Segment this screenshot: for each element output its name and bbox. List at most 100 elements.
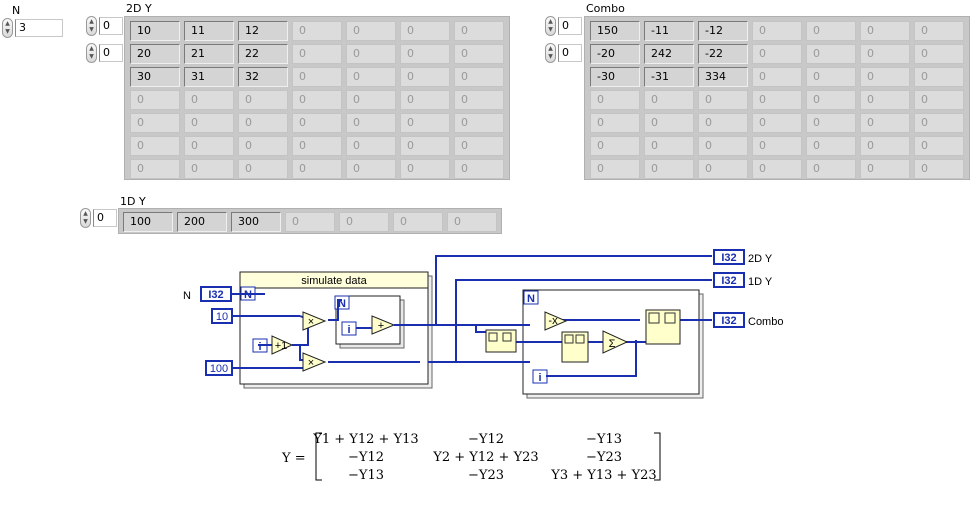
array-2d-cell[interactable]: 0: [400, 136, 450, 156]
array-2d-col-index[interactable]: ▲▼ 0: [86, 43, 123, 63]
combo-cell[interactable]: 0: [752, 159, 802, 179]
array-2d-cell[interactable]: 0: [238, 113, 288, 133]
array-2d-cell[interactable]: 0: [292, 90, 342, 110]
combo-cell[interactable]: 0: [914, 113, 964, 133]
combo-cell[interactable]: -20: [590, 44, 640, 64]
combo-cell[interactable]: 0: [860, 21, 910, 41]
array-2d-cell[interactable]: 0: [346, 67, 396, 87]
array-1d-cell[interactable]: 0: [339, 212, 389, 232]
combo-cell[interactable]: 0: [752, 21, 802, 41]
indicator-2d-y[interactable]: I32 2D Y: [713, 249, 773, 265]
row-index-field[interactable]: 0: [99, 17, 123, 35]
array-2d-cell[interactable]: 0: [184, 159, 234, 179]
array-2d-row-index[interactable]: ▲▼ 0: [86, 16, 123, 36]
combo-cell[interactable]: 0: [590, 136, 640, 156]
array-2d-cell[interactable]: 0: [184, 136, 234, 156]
array-1d-cell[interactable]: 0: [285, 212, 335, 232]
combo-cell[interactable]: 0: [914, 159, 964, 179]
array-2d-cell[interactable]: 31: [184, 67, 234, 87]
array-2d-cell[interactable]: 22: [238, 44, 288, 64]
array-1d-index[interactable]: ▲▼ 0: [80, 208, 117, 228]
combo-cell[interactable]: 0: [806, 67, 856, 87]
combo-cell[interactable]: 0: [806, 136, 856, 156]
combo-cell[interactable]: 0: [590, 159, 640, 179]
array-2d-cell[interactable]: 10: [130, 21, 180, 41]
array-2d-cell[interactable]: 0: [292, 113, 342, 133]
row-index-spinner[interactable]: ▲▼: [86, 16, 97, 36]
array-2d-cell[interactable]: 0: [292, 159, 342, 179]
combo-cell[interactable]: 0: [806, 159, 856, 179]
combo-cell[interactable]: 0: [914, 67, 964, 87]
combo-cell[interactable]: 0: [752, 113, 802, 133]
combo-cell[interactable]: 0: [752, 44, 802, 64]
multiply-node-1[interactable]: ×: [302, 311, 327, 331]
combo-cell[interactable]: 0: [806, 90, 856, 110]
combo-cell[interactable]: 0: [590, 113, 640, 133]
array-2d-cell[interactable]: 0: [454, 136, 504, 156]
combo-cell[interactable]: -12: [698, 21, 748, 41]
combo-cell[interactable]: 242: [644, 44, 694, 64]
combo-cell[interactable]: 0: [860, 159, 910, 179]
array-2d-cell[interactable]: 0: [130, 159, 180, 179]
combo-cell[interactable]: 0: [806, 44, 856, 64]
combo-row-spinner[interactable]: ▲▼: [545, 16, 556, 36]
combo-cell[interactable]: 0: [644, 159, 694, 179]
array-2d-cell[interactable]: 0: [400, 113, 450, 133]
col-index-field[interactable]: 0: [99, 44, 123, 62]
array-2d-cell[interactable]: 0: [292, 67, 342, 87]
combo-cell[interactable]: 0: [698, 90, 748, 110]
array-2d-cell[interactable]: 12: [238, 21, 288, 41]
combo-cell[interactable]: 0: [860, 44, 910, 64]
combo-cell[interactable]: 0: [806, 113, 856, 133]
combo-cell[interactable]: 150: [590, 21, 640, 41]
array-1d-cell[interactable]: 100: [123, 212, 173, 232]
array-2d-cell[interactable]: 0: [400, 44, 450, 64]
array-2d-cell[interactable]: 20: [130, 44, 180, 64]
indicator-1d-y[interactable]: I32 1D Y: [713, 272, 773, 288]
combo-col-spinner[interactable]: ▲▼: [545, 43, 556, 63]
n-control-terminal[interactable]: N I32: [183, 286, 232, 302]
combo-cell[interactable]: 0: [914, 21, 964, 41]
combo-cell[interactable]: 0: [914, 90, 964, 110]
inner-for-loop[interactable]: N i +: [334, 295, 405, 349]
constant-10[interactable]: 10: [211, 308, 233, 324]
array-2d-cell[interactable]: 0: [346, 136, 396, 156]
array-2d-cell[interactable]: 0: [400, 67, 450, 87]
combo-cell[interactable]: 0: [644, 90, 694, 110]
array-1d-spinner[interactable]: ▲▼: [80, 208, 91, 228]
array-2d-cell[interactable]: 0: [184, 90, 234, 110]
indicator-combo[interactable]: I32 Combo: [713, 312, 783, 328]
array-2d-cell[interactable]: 32: [238, 67, 288, 87]
combo-cell[interactable]: 0: [914, 136, 964, 156]
combo-cell[interactable]: 0: [698, 159, 748, 179]
n-value-field[interactable]: 3: [15, 19, 63, 37]
array-2d-cell[interactable]: 0: [292, 21, 342, 41]
combo-cell[interactable]: 0: [860, 67, 910, 87]
combo-cell[interactable]: 0: [860, 136, 910, 156]
combo-row-field[interactable]: 0: [558, 17, 582, 35]
array-2d-cell[interactable]: 0: [346, 90, 396, 110]
combo-cell[interactable]: -30: [590, 67, 640, 87]
combo-cell[interactable]: 0: [752, 67, 802, 87]
combo-cell[interactable]: 0: [752, 90, 802, 110]
n-control[interactable]: ▲▼ 3: [2, 18, 63, 38]
build-array-node-2[interactable]: [645, 309, 681, 345]
combo-col-field[interactable]: 0: [558, 44, 582, 62]
col-index-spinner[interactable]: ▲▼: [86, 43, 97, 63]
build-array-node-1[interactable]: [561, 331, 589, 363]
array-2d-cell[interactable]: 0: [238, 159, 288, 179]
combo-cell[interactable]: 0: [752, 136, 802, 156]
array-2d-cell[interactable]: 0: [292, 44, 342, 64]
array-2d-cell[interactable]: 0: [130, 136, 180, 156]
transpose-array-node[interactable]: [485, 329, 517, 353]
combo-cell[interactable]: 0: [590, 90, 640, 110]
combo-cell[interactable]: 334: [698, 67, 748, 87]
multiply-node-2[interactable]: ×: [302, 352, 327, 372]
array-1d-index-field[interactable]: 0: [93, 209, 117, 227]
combo-col-index[interactable]: ▲▼ 0: [545, 43, 582, 63]
array-2d-cell[interactable]: 21: [184, 44, 234, 64]
combo-cell[interactable]: 0: [860, 113, 910, 133]
combo-cell[interactable]: 0: [860, 90, 910, 110]
array-2d-cell[interactable]: 0: [400, 21, 450, 41]
array-2d-cell[interactable]: 0: [454, 113, 504, 133]
